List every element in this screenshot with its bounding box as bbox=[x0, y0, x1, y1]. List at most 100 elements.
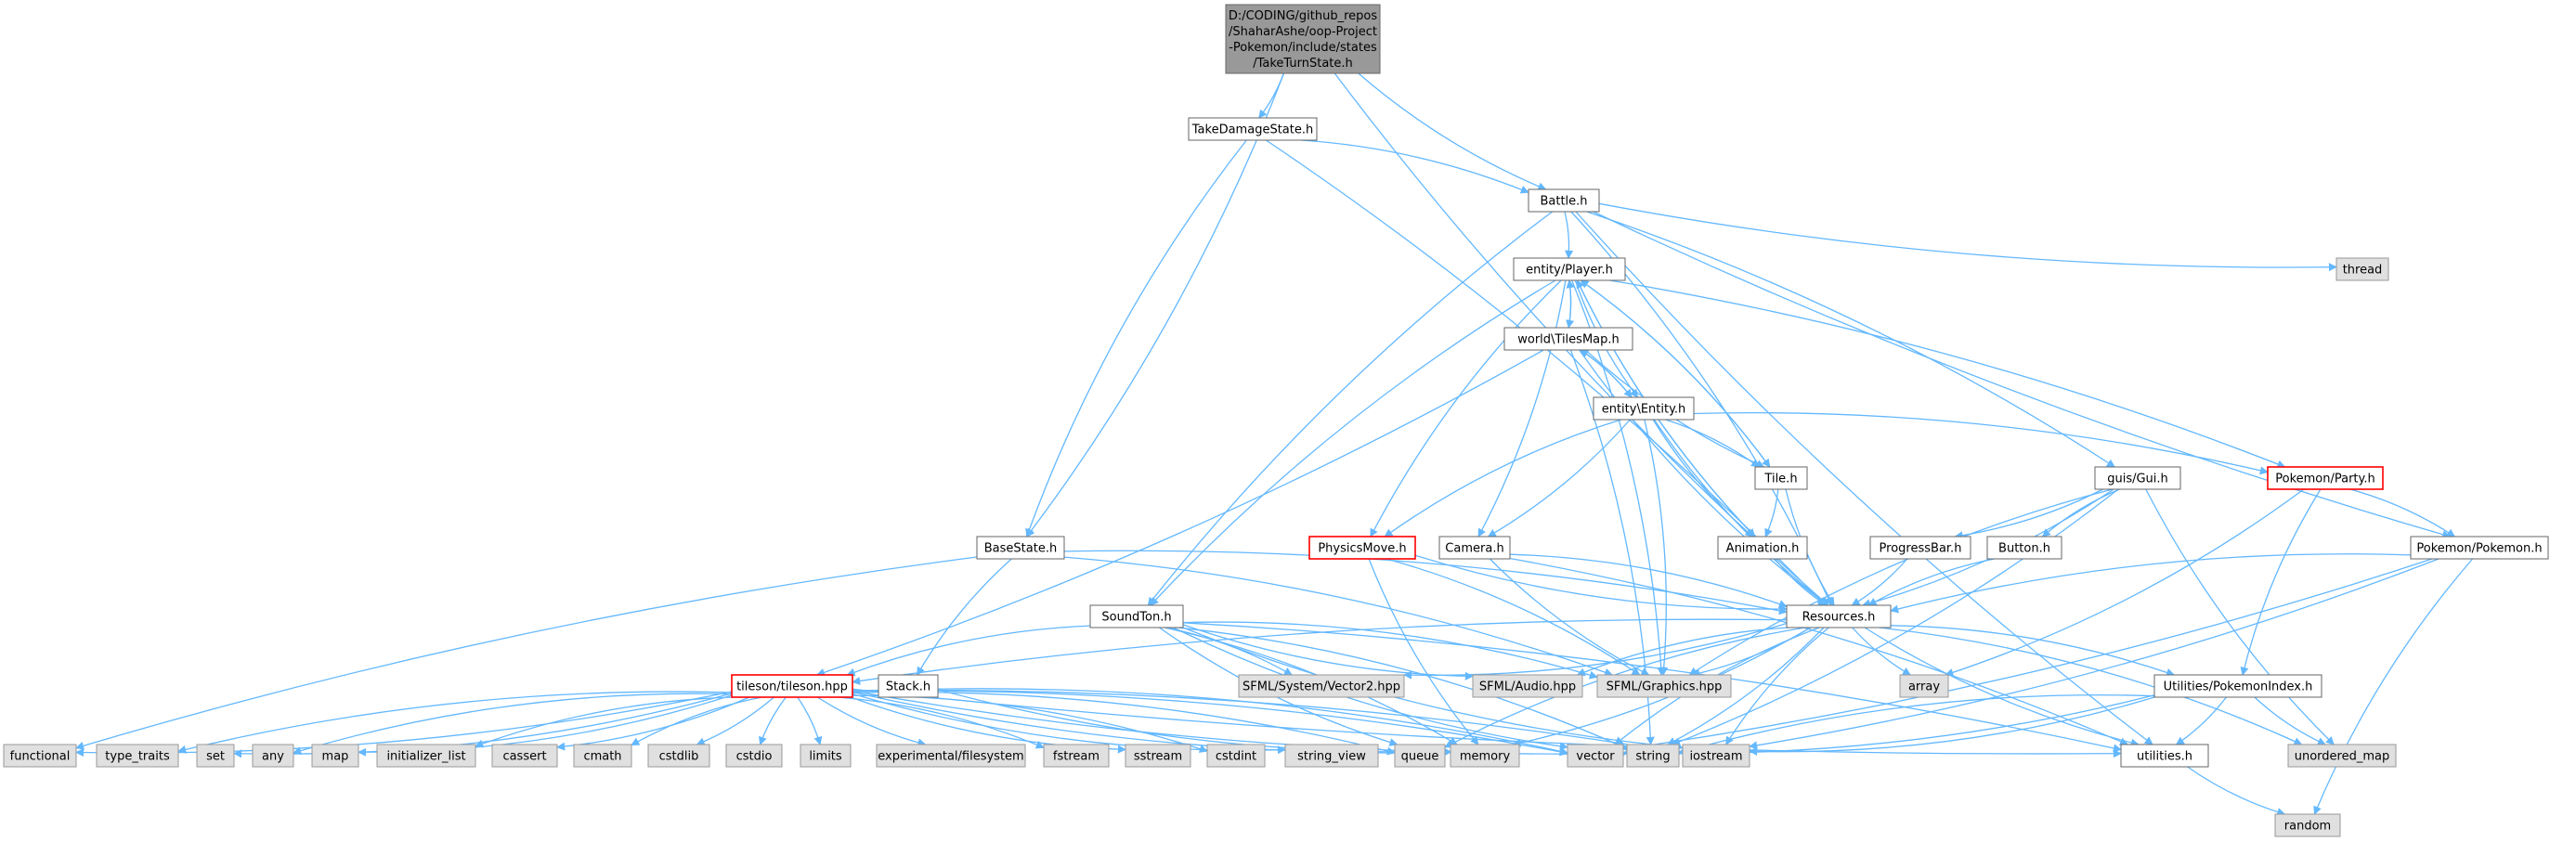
node-label-cstdint: cstdint bbox=[1216, 750, 1256, 764]
edge-camera-to-resources bbox=[1509, 553, 1788, 608]
node-gui[interactable]: guis/Gui.h bbox=[2094, 466, 2181, 490]
node-iostream: iostream bbox=[1682, 744, 1750, 768]
node-box-functional bbox=[3, 744, 77, 768]
node-box-cassert bbox=[491, 744, 558, 768]
node-string_view: string_view bbox=[1284, 744, 1379, 768]
node-label-fstream: fstream bbox=[1053, 750, 1099, 764]
node-button[interactable]: Button.h bbox=[1986, 536, 2062, 560]
edge-battle-to-player bbox=[1564, 211, 1574, 259]
node-tileson[interactable]: tileson/tileson.hpp bbox=[731, 674, 853, 698]
node-label-button: Button.h bbox=[1998, 542, 2050, 556]
node-soundton[interactable]: SoundTon.h bbox=[1089, 604, 1184, 628]
node-any: any bbox=[252, 744, 294, 768]
edge-tileson-to-init_list bbox=[475, 696, 735, 748]
node-vector2: SFML/System/Vector2.hpp bbox=[1238, 674, 1405, 698]
node-box-physics bbox=[1308, 536, 1416, 560]
edge-soundton-to-vector bbox=[1173, 627, 1568, 751]
edge-tilesmap-to-player bbox=[1566, 279, 1575, 329]
edge-basestate-to-functional bbox=[75, 556, 978, 750]
edge-physics-to-resources bbox=[1414, 554, 1788, 614]
edge-root-to-basestate bbox=[1026, 72, 1285, 538]
node-animation[interactable]: Animation.h bbox=[1717, 536, 1808, 560]
node-box-pokemon bbox=[2410, 536, 2549, 560]
edge-takedamage-to-basestate bbox=[1025, 139, 1247, 538]
node-label-expfs: experimental/filesystem bbox=[878, 750, 1023, 764]
node-cstdio: cstdio bbox=[725, 744, 783, 768]
node-box-limits bbox=[800, 744, 852, 768]
edge-player-to-soundton bbox=[1150, 279, 1556, 606]
node-type_traits: type_traits bbox=[96, 744, 179, 768]
edge-entity-to-animation bbox=[1652, 419, 1754, 538]
node-pokeindex[interactable]: Utilities/PokemonIndex.h bbox=[2153, 674, 2322, 698]
edge-battle-to-pokemon bbox=[1593, 211, 2452, 539]
node-label-set: set bbox=[206, 750, 225, 764]
node-label-pokemon: Pokemon/Pokemon.h bbox=[2416, 542, 2542, 556]
node-box-memory bbox=[1450, 744, 1520, 768]
edge-gui-to-string bbox=[1672, 488, 2119, 746]
edge-player-to-camera bbox=[1477, 279, 1567, 538]
node-tilesmap[interactable]: world\TilesMap.h bbox=[1503, 327, 1633, 351]
node-label-string_view: string_view bbox=[1297, 750, 1366, 764]
node-box-string bbox=[1626, 744, 1680, 768]
node-label-battle: Battle.h bbox=[1540, 195, 1587, 209]
node-box-type_traits bbox=[96, 744, 179, 768]
node-takedamage[interactable]: TakeDamageState.h bbox=[1188, 117, 1318, 141]
node-label-init_list: initializer_list bbox=[386, 750, 465, 764]
node-battle[interactable]: Battle.h bbox=[1528, 188, 1600, 213]
node-box-any bbox=[252, 744, 294, 768]
node-label-gui: guis/Gui.h bbox=[2107, 473, 2168, 486]
node-box-player bbox=[1513, 257, 1626, 281]
edge-soundton-to-graphics bbox=[1182, 621, 1598, 680]
edge-resources-to-array bbox=[1852, 627, 1912, 676]
edge-pokeindex-to-string bbox=[1678, 694, 2155, 755]
node-label-functional: functional bbox=[10, 750, 71, 764]
node-camera[interactable]: Camera.h bbox=[1438, 536, 1511, 560]
edge-soundton-to-string bbox=[1177, 627, 1628, 750]
node-progress[interactable]: ProgressBar.h bbox=[1869, 536, 1971, 560]
edge-entity-to-party bbox=[1693, 412, 2269, 475]
node-pokemon[interactable]: Pokemon/Pokemon.h bbox=[2410, 536, 2549, 560]
node-box-sstream bbox=[1125, 744, 1191, 768]
node-label-queue: queue bbox=[1401, 750, 1439, 764]
node-init_list: initializer_list bbox=[376, 744, 476, 768]
edge-tileson-to-iostream bbox=[852, 689, 1684, 757]
edge-animation-to-resources bbox=[1774, 558, 1828, 606]
edge-tileson-to-type_traits bbox=[177, 691, 733, 754]
node-box-queue bbox=[1394, 744, 1446, 768]
node-stack[interactable]: Stack.h bbox=[878, 674, 939, 698]
edge-resources-to-vector2 bbox=[1403, 622, 1788, 680]
edge-battle-to-utilities bbox=[1575, 211, 2153, 745]
edge-gui-to-button bbox=[2041, 488, 2120, 538]
edge-entity-to-camera bbox=[1487, 419, 1631, 538]
node-label-pokeindex: Utilities/PokemonIndex.h bbox=[2164, 680, 2313, 694]
node-entity[interactable]: entity\Entity.h bbox=[1593, 396, 1695, 421]
node-box-vector bbox=[1567, 744, 1624, 768]
node-label-utilities: utilities.h bbox=[2137, 750, 2192, 764]
node-tile[interactable]: Tile.h bbox=[1754, 466, 1808, 490]
edge-resources-to-pokeindex bbox=[1890, 625, 2176, 677]
node-physics[interactable]: PhysicsMove.h bbox=[1308, 536, 1416, 560]
edge-tileson-to-cmath bbox=[631, 696, 762, 746]
node-root[interactable]: D:/CODING/github_repos/ShaharAshe/oop-Pr… bbox=[1225, 4, 1381, 74]
edge-camera-to-utilities bbox=[1509, 557, 2129, 745]
node-player[interactable]: entity/Player.h bbox=[1513, 257, 1626, 281]
edge-physics-to-graphics bbox=[1386, 558, 1641, 676]
edge-resources-to-audio bbox=[1576, 627, 1789, 677]
node-basestate[interactable]: BaseState.h bbox=[976, 536, 1065, 560]
edge-basestate-to-stack bbox=[917, 558, 1012, 676]
node-unordered_map: unordered_map bbox=[2287, 744, 2397, 768]
node-fstream: fstream bbox=[1043, 744, 1110, 768]
edge-resources-to-unordered_map bbox=[1879, 627, 2303, 745]
edge-resources-to-memory bbox=[1512, 627, 1811, 747]
node-label-graphics: SFML/Graphics.hpp bbox=[1607, 680, 1723, 694]
node-party[interactable]: Pokemon/Party.h bbox=[2267, 466, 2384, 490]
edge-tileson-to-cassert bbox=[556, 696, 750, 751]
edge-entity-to-tilesmap bbox=[1580, 349, 1633, 398]
node-label-memory: memory bbox=[1460, 750, 1511, 764]
node-box-progress bbox=[1869, 536, 1971, 560]
node-resources[interactable]: Resources.h bbox=[1786, 604, 1892, 628]
node-box-cstdint bbox=[1206, 744, 1266, 768]
node-utilities[interactable]: utilities.h bbox=[2120, 744, 2209, 768]
node-box-set bbox=[196, 744, 235, 768]
